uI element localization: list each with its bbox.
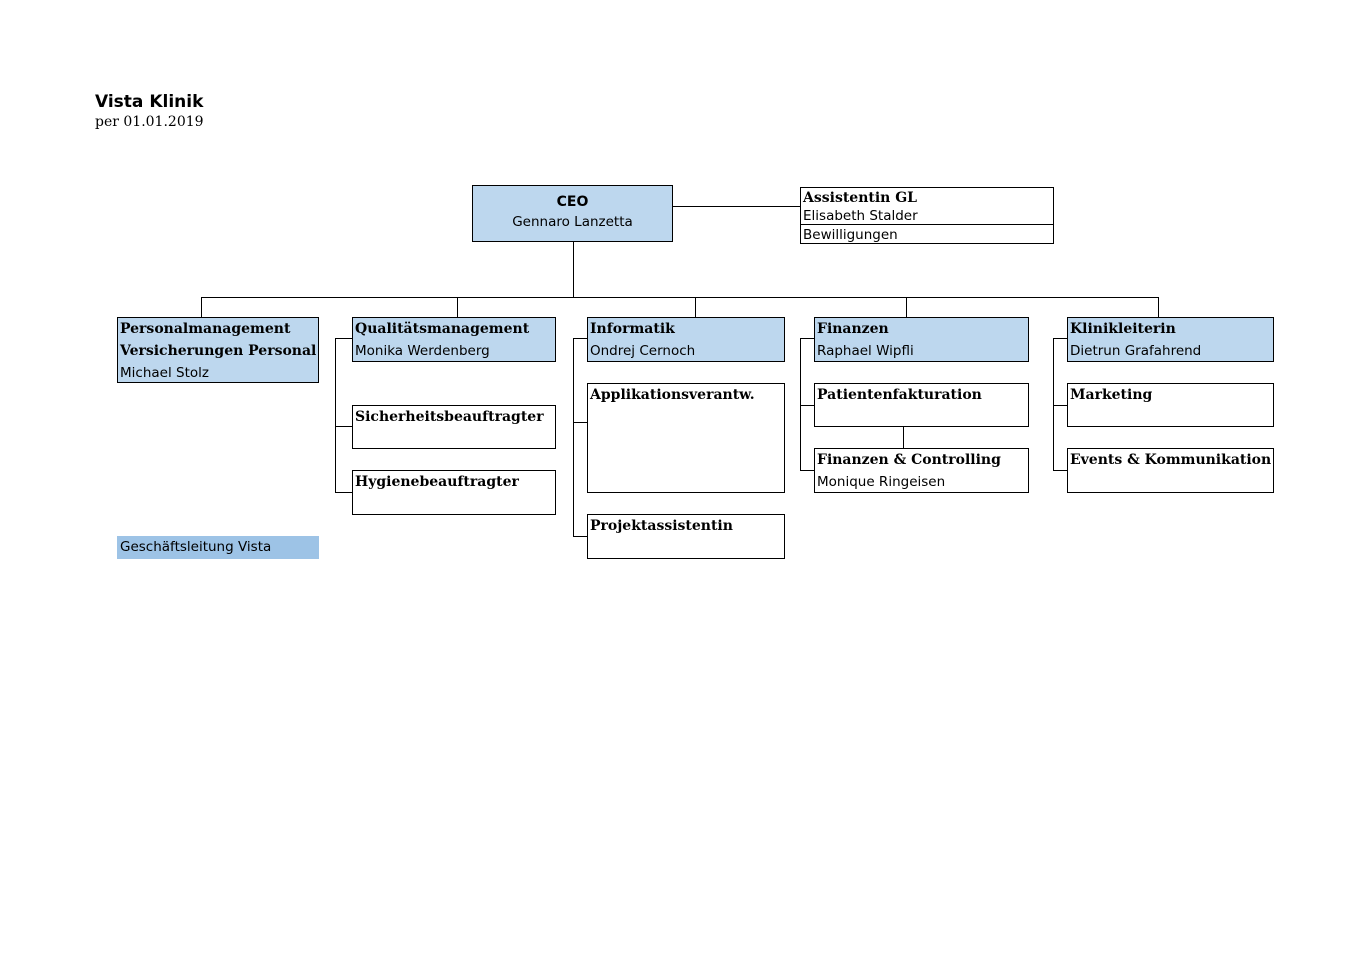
finance-branch-spine <box>800 338 801 470</box>
finance-box: Finanzen Raphael Wipfli <box>814 317 1029 362</box>
personal-name: Michael Stolz <box>120 365 209 381</box>
drop-personal <box>201 297 202 318</box>
personal-box: Personalmanagement Versicherungen Person… <box>117 317 319 383</box>
ceo-assistant-connector <box>672 206 800 207</box>
personal-line2: Versicherungen Personal <box>120 343 317 359</box>
finance-sub-controlling: Finanzen & Controlling Monique Ringeisen <box>814 448 1029 493</box>
clinic-branch-1 <box>1053 405 1067 406</box>
events-title: Events & Kommunikation <box>1070 452 1272 468</box>
finance-branch-2 <box>800 470 814 471</box>
quality-sub-security: Sicherheitsbeauftragter <box>352 405 556 449</box>
it-branch-spine <box>573 338 574 537</box>
it-title: Informatik <box>590 321 675 337</box>
assistant-box: Assistentin GL Elisabeth Stalder Bewilli… <box>800 187 1054 244</box>
personal-line1: Personalmanagement <box>120 321 291 337</box>
drop-it <box>695 297 696 318</box>
finance-title: Finanzen <box>817 321 889 337</box>
it-branch-top <box>573 338 587 339</box>
clinic-box: Klinikleiterin Dietrun Grafahrend <box>1067 317 1274 362</box>
finance-branch-top <box>800 338 814 339</box>
ceo-box: CEO Gennaro Lanzetta <box>472 185 673 242</box>
applications-title: Applikationsverantw. <box>590 387 755 403</box>
finance-sub-billing: Patientenfakturation <box>814 383 1029 427</box>
quality-branch-top <box>335 338 352 339</box>
quality-sub-hygiene: Hygienebeauftragter <box>352 470 556 515</box>
ceo-title: CEO <box>556 194 589 210</box>
ceo-name: Gennaro Lanzetta <box>512 214 633 230</box>
drop-clinic <box>1158 297 1159 318</box>
assistant-title: Assistentin GL <box>803 190 918 206</box>
it-sub-project: Projektassistentin <box>587 514 785 559</box>
assistant-divider <box>801 224 1053 225</box>
hygiene-title: Hygienebeauftragter <box>355 474 519 490</box>
quality-title: Qualitätsmanagement <box>355 321 530 337</box>
quality-branch-spine <box>335 338 336 493</box>
assistant-extra: Bewilligungen <box>803 227 898 243</box>
billing-title: Patientenfakturation <box>817 387 982 403</box>
it-sub-applications: Applikationsverantw. <box>587 383 785 493</box>
clinic-branch-top <box>1053 338 1067 339</box>
clinic-branch-2 <box>1053 470 1067 471</box>
controlling-name: Monique Ringeisen <box>817 474 946 490</box>
quality-branch-1 <box>335 426 352 427</box>
drop-quality <box>457 297 458 318</box>
quality-box: Qualitätsmanagement Monika Werdenberg <box>352 317 556 362</box>
controlling-title: Finanzen & Controlling <box>817 452 1001 468</box>
security-title: Sicherheitsbeauftragter <box>355 409 544 425</box>
it-box: Informatik Ondrej Cernoch <box>587 317 785 362</box>
clinic-sub-events: Events & Kommunikation <box>1067 448 1274 493</box>
clinic-title: Klinikleiterin <box>1070 321 1176 337</box>
page-title: Vista Klinik <box>95 92 204 112</box>
drop-finance <box>906 297 907 318</box>
marketing-title: Marketing <box>1070 387 1153 403</box>
department-bus-line <box>201 297 1159 298</box>
finance-name: Raphael Wipfli <box>817 343 914 359</box>
ceo-down-connector <box>573 241 574 298</box>
it-branch-2 <box>573 536 587 537</box>
it-branch-1 <box>573 422 587 423</box>
quality-branch-2 <box>335 492 352 493</box>
quality-name: Monika Werdenberg <box>355 343 490 359</box>
finance-sub-connector <box>903 426 904 449</box>
clinic-sub-marketing: Marketing <box>1067 383 1274 427</box>
clinic-branch-spine <box>1053 338 1054 470</box>
page-date: per 01.01.2019 <box>95 114 204 130</box>
project-title: Projektassistentin <box>590 518 733 534</box>
assistant-name: Elisabeth Stalder <box>803 208 918 224</box>
it-name: Ondrej Cernoch <box>590 343 696 359</box>
finance-branch-1 <box>800 405 814 406</box>
clinic-name: Dietrun Grafahrend <box>1070 343 1202 359</box>
legend-management: Geschäftsleitung Vista <box>117 536 319 559</box>
